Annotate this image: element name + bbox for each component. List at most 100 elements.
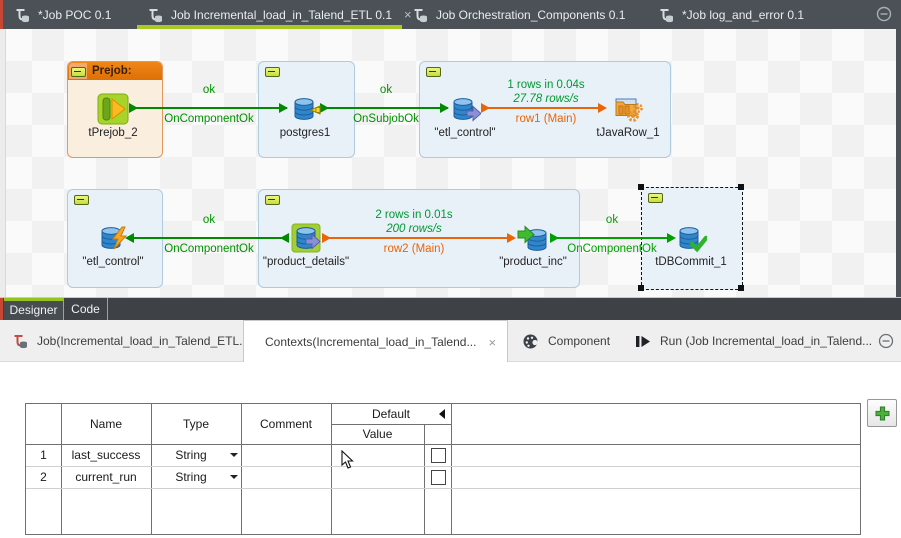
job-icon	[15, 8, 30, 23]
context-type-cell[interactable]: String	[175, 470, 207, 484]
arrowhead	[125, 233, 134, 243]
connection-row1-main[interactable]	[483, 107, 605, 109]
component-name-label: tPrejob_2	[88, 127, 138, 139]
context-name-cell[interactable]: last_success	[71, 448, 141, 462]
grid-line	[26, 444, 860, 445]
trace-rows-label: 2 rows in 0.01s	[375, 209, 453, 221]
component-name-label: tJavaRow_1	[596, 127, 660, 139]
component-name-label: postgres1	[279, 127, 331, 139]
editor-tab-bar: *Job POC 0.1 Job Incremental_load_in_Tal…	[0, 0, 901, 29]
connection-status-label: ok	[202, 84, 216, 96]
connection-status-label: ok	[379, 84, 393, 96]
plus-icon	[875, 406, 889, 420]
job-icon	[13, 335, 28, 349]
component-name-label: tDBCommit_1	[655, 256, 727, 268]
tab-run-view[interactable]: Run (Job Incremental_load_in_Talend...	[634, 320, 872, 362]
component-tdbcommit[interactable]	[675, 222, 707, 254]
collapse-minus-icon[interactable]	[648, 193, 663, 203]
connection-status-label: ok	[202, 214, 216, 226]
value-checkbox[interactable]	[431, 470, 446, 485]
row-number: 1	[40, 448, 47, 462]
tab-code[interactable]: Code	[64, 298, 108, 321]
tab-job-poc[interactable]: *Job POC 0.1	[14, 0, 111, 29]
grid-line	[451, 404, 452, 534]
grid-line	[26, 466, 860, 467]
component-tprejob[interactable]	[97, 93, 129, 125]
job-icon	[659, 8, 674, 23]
canvas-right-edge	[896, 29, 901, 297]
minimize-view-icon[interactable]	[876, 6, 892, 22]
header-rownum	[26, 404, 61, 444]
selection-handle[interactable]	[638, 184, 644, 190]
contexts-panel: Name Type Comment Default Value 1 last_s…	[0, 362, 901, 538]
context-name-cell[interactable]: current_run	[75, 470, 137, 484]
active-tab-underline	[137, 25, 402, 29]
connection-type-label: OnSubjobOk	[353, 113, 419, 125]
minimize-panel-icon[interactable]	[878, 333, 894, 349]
connection-row2-main[interactable]	[324, 237, 514, 239]
arrowhead	[481, 103, 490, 113]
component-product-details-input[interactable]	[290, 222, 322, 254]
connection-type-label: OnComponentOk	[164, 113, 254, 125]
connection-oncomponentok-2[interactable]	[131, 237, 287, 239]
selection-handle[interactable]	[638, 285, 644, 291]
tab-job-orchestration[interactable]: Job Orchestration_Components 0.1	[412, 0, 625, 29]
collapse-minus-icon[interactable]	[426, 67, 441, 77]
tab-job-incremental-load[interactable]: Job Incremental_load_in_Talend_ETL 0.1 ×	[147, 0, 412, 29]
selection-handle[interactable]	[738, 184, 744, 190]
collapse-minus-icon[interactable]	[265, 67, 280, 77]
tab-label: Contexts(Incremental_load_in_Talend...	[265, 335, 477, 349]
component-name-label: "etl_control"	[82, 256, 144, 268]
job-icon	[148, 8, 163, 23]
arrowhead	[280, 233, 289, 243]
component-postgres-connection[interactable]	[289, 93, 321, 125]
tab-contexts-view[interactable]: Contexts(Incremental_load_in_Talend... ×	[243, 320, 508, 363]
tab-label: Job(Incremental_load_in_Talend_ETL...	[37, 334, 250, 348]
connection-oncomponentok-1[interactable]	[131, 107, 287, 109]
close-icon[interactable]: ×	[404, 7, 412, 22]
trace-rows-label: 1 rows in 0.04s	[507, 79, 585, 91]
collapse-minus-icon[interactable]	[71, 67, 86, 77]
chevron-down-icon[interactable]	[230, 475, 238, 483]
context-variables-table: Name Type Comment Default Value 1 last_s…	[25, 403, 861, 535]
header-value: Value	[362, 427, 393, 441]
arrowhead	[440, 103, 449, 113]
collapse-minus-icon[interactable]	[74, 195, 89, 205]
connection-onsubjobok[interactable]	[322, 107, 448, 109]
add-context-variable-button[interactable]	[867, 399, 897, 427]
prejob-header: Prejob:	[68, 62, 162, 80]
tab-label: Job Incremental_load_in_Talend_ETL 0.1	[171, 7, 393, 22]
tab-designer[interactable]: Designer	[4, 298, 64, 321]
collapse-column-icon[interactable]	[439, 409, 445, 419]
component-etl-control-row[interactable]	[97, 222, 129, 254]
tab-component-view[interactable]: Component	[522, 320, 610, 362]
tab-job-log-and-error[interactable]: *Job log_and_error 0.1	[658, 0, 804, 29]
connection-name-label: row1 (Main)	[515, 113, 577, 125]
trace-rate-label: 27.78 rows/s	[513, 93, 579, 105]
grid-line	[241, 404, 242, 534]
grid-line	[61, 404, 62, 534]
context-type-cell[interactable]: String	[175, 448, 207, 462]
collapse-minus-icon[interactable]	[265, 195, 280, 205]
chevron-down-icon[interactable]	[230, 453, 238, 461]
component-tjavarow[interactable]	[612, 93, 644, 125]
connection-status-label: ok	[605, 214, 619, 226]
grid-line	[151, 404, 152, 534]
tab-label: *Job POC 0.1	[38, 7, 112, 22]
context-comment-cell[interactable]	[241, 444, 331, 466]
tab-job-view[interactable]: Job(Incremental_load_in_Talend_ETL...	[12, 320, 249, 362]
palette-icon	[523, 334, 538, 348]
value-checkbox[interactable]	[431, 448, 446, 463]
connection-name-label: row2 (Main)	[383, 243, 445, 255]
close-icon[interactable]: ×	[488, 334, 497, 350]
job-design-canvas[interactable]: Prejob: ok OnComp	[0, 29, 901, 297]
context-comment-cell[interactable]	[241, 466, 331, 488]
connection-oncomponentok-3[interactable]	[552, 237, 674, 239]
grid-line	[424, 424, 425, 534]
view-tab-bar: Job(Incremental_load_in_Talend_ETL... Co…	[0, 320, 901, 363]
mouse-cursor	[341, 450, 354, 469]
selection-handle[interactable]	[738, 285, 744, 291]
component-product-inc-output[interactable]	[517, 222, 549, 254]
component-etl-control-input[interactable]	[449, 93, 481, 125]
